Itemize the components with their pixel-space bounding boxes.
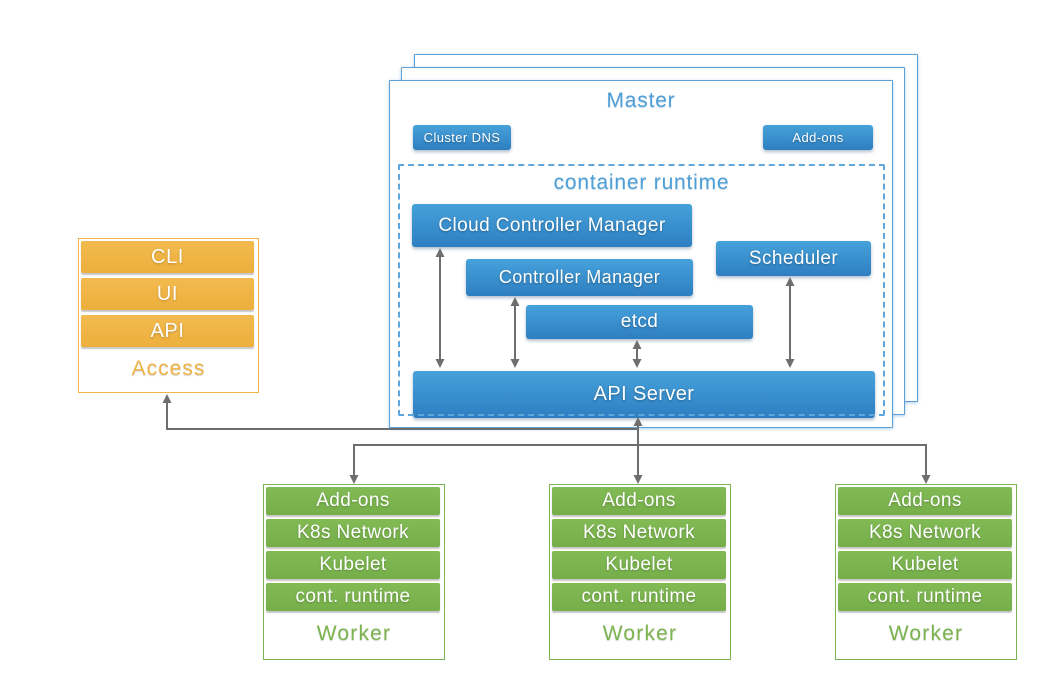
worker-row-addons: Add-ons bbox=[266, 487, 440, 515]
worker-row-cont-runtime: cont. runtime bbox=[838, 583, 1012, 611]
access-stack: CLI UI API Access bbox=[78, 238, 259, 393]
worker-row-k8s-network: K8s Network bbox=[266, 519, 440, 547]
worker-row-kubelet: Kubelet bbox=[838, 551, 1012, 579]
master-addons-box: Add-ons bbox=[763, 125, 873, 150]
access-row-ui: UI bbox=[81, 278, 254, 310]
worker-node-2: Add-ons K8s Network Kubelet cont. runtim… bbox=[549, 484, 731, 660]
container-runtime-title: container runtime bbox=[553, 171, 730, 194]
worker-label: Worker bbox=[602, 622, 678, 645]
api-server-box: API Server bbox=[413, 371, 875, 418]
controller-manager-box: Controller Manager bbox=[466, 259, 693, 296]
worker-row-cont-runtime: cont. runtime bbox=[552, 583, 726, 611]
worker-label: Worker bbox=[316, 622, 392, 645]
worker-label: Worker bbox=[888, 622, 964, 645]
etcd-box: etcd bbox=[526, 305, 753, 339]
worker-node-1: Add-ons K8s Network Kubelet cont. runtim… bbox=[263, 484, 445, 660]
worker-row-cont-runtime: cont. runtime bbox=[266, 583, 440, 611]
master-node-box: Master Cluster DNS Add-ons Cloud Control… bbox=[389, 80, 893, 428]
access-row-cli: CLI bbox=[81, 241, 254, 273]
worker-row-k8s-network: K8s Network bbox=[838, 519, 1012, 547]
worker-row-addons: Add-ons bbox=[552, 487, 726, 515]
scheduler-box: Scheduler bbox=[716, 241, 871, 276]
access-label: Access bbox=[131, 357, 206, 380]
worker-row-kubelet: Kubelet bbox=[552, 551, 726, 579]
cluster-dns-box: Cluster DNS bbox=[413, 125, 511, 150]
master-title: Master bbox=[606, 89, 676, 112]
access-row-api: API bbox=[81, 315, 254, 347]
worker-row-addons: Add-ons bbox=[838, 487, 1012, 515]
worker-row-k8s-network: K8s Network bbox=[552, 519, 726, 547]
cloud-controller-manager-box: Cloud Controller Manager bbox=[412, 204, 692, 247]
worker-node-3: Add-ons K8s Network Kubelet cont. runtim… bbox=[835, 484, 1017, 660]
worker-row-kubelet: Kubelet bbox=[266, 551, 440, 579]
arrow-api-server-workers bbox=[349, 444, 931, 484]
